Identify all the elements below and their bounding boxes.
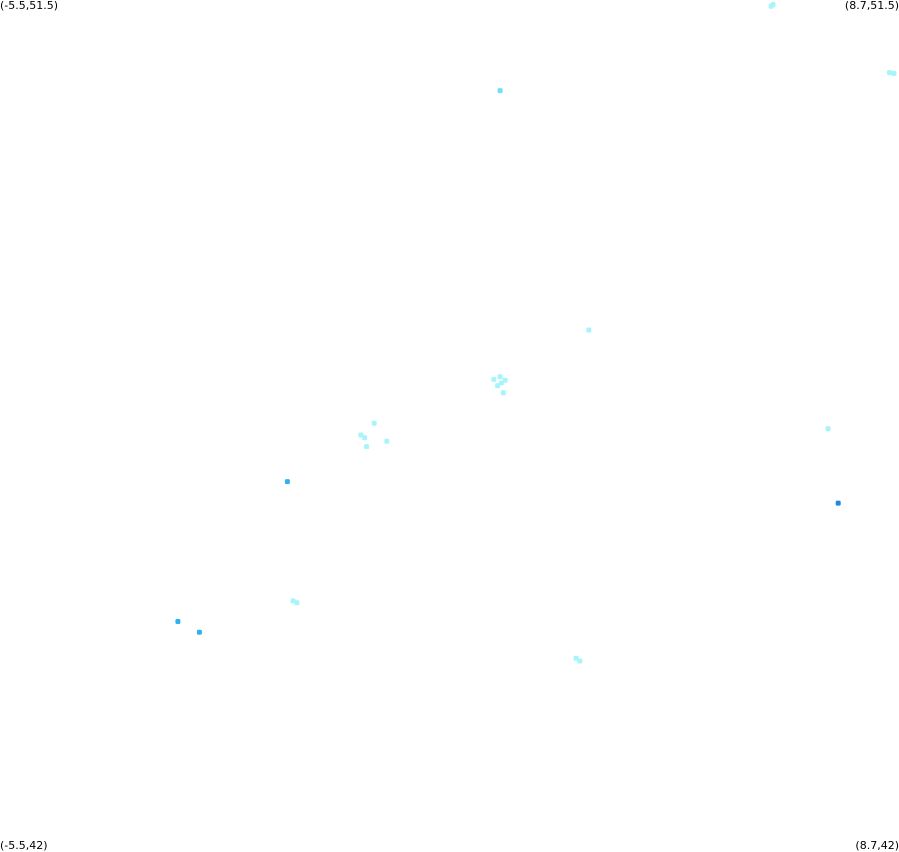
map-point (887, 70, 892, 76)
map-point (364, 444, 370, 450)
map-point (294, 600, 300, 606)
map-point (384, 438, 390, 444)
map-point (358, 432, 364, 438)
map-point (573, 655, 579, 661)
map-point (371, 420, 377, 426)
map-point (586, 327, 592, 333)
map-point (502, 377, 508, 383)
map-point (284, 479, 290, 485)
map-point (770, 2, 776, 7)
corner-label-top-left: (-5.5,51.5) (0, 0, 59, 12)
map-point (491, 376, 497, 382)
map-point (891, 71, 897, 76)
map-point (196, 629, 202, 635)
map-point (495, 383, 501, 389)
map-point (498, 380, 504, 386)
map-point (362, 435, 368, 441)
corner-label-top-right: (8.7,51.5) (844, 0, 899, 12)
map-point (835, 500, 841, 506)
map-point (290, 598, 296, 604)
map-point (175, 619, 181, 624)
corner-label-bottom-left: (-5.5,42) (0, 839, 48, 852)
corner-label-bottom-right: (8.7,42) (855, 839, 899, 852)
map-point (825, 426, 831, 432)
map-point (497, 88, 503, 94)
map-point (497, 374, 503, 380)
map-point (500, 390, 506, 396)
map-point (577, 658, 583, 664)
